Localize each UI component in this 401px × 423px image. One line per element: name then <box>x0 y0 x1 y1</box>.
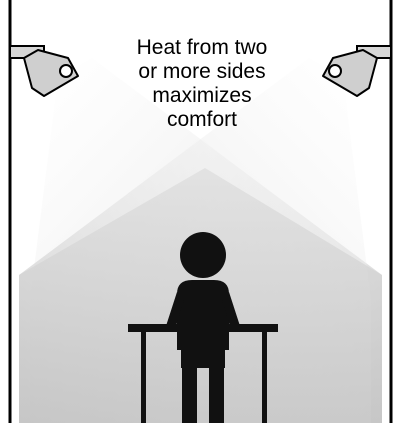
caption-line: Heat from two <box>110 36 294 60</box>
caption-line: maximizes <box>110 84 294 108</box>
caption-line: or more sides <box>110 60 294 84</box>
diagram-caption: Heat from two or more sides maximizes co… <box>110 36 294 132</box>
caption-line: comfort <box>110 108 294 132</box>
